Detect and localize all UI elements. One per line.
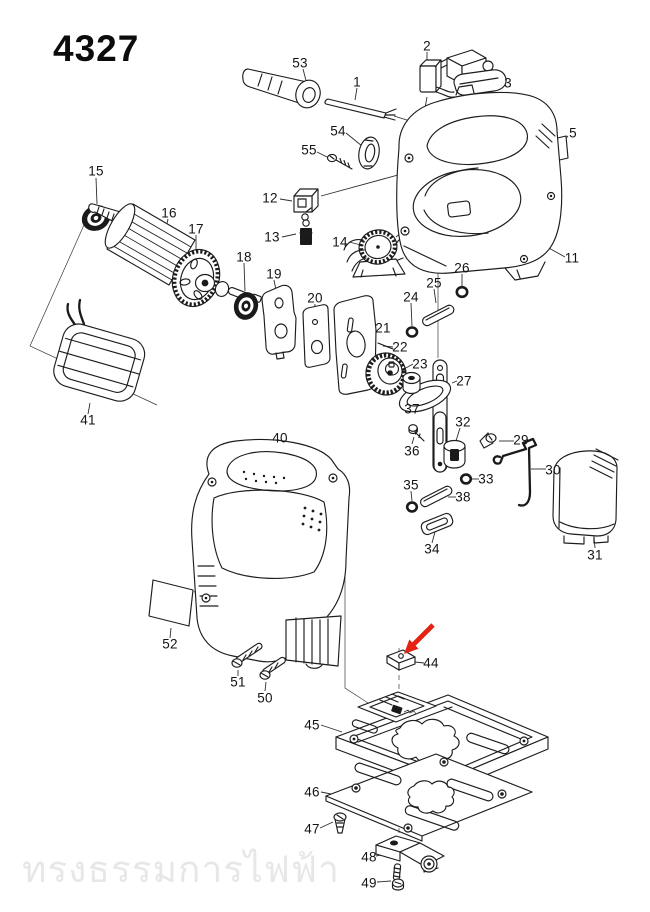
part-54-strain-relief [358, 136, 380, 170]
part-52-label [148, 579, 194, 627]
part-23-gear [365, 352, 407, 396]
part-label-16: 16 [161, 205, 177, 221]
part-51-screw [231, 642, 263, 668]
part-33-o-ring [459, 473, 473, 485]
part-label-25: 25 [426, 275, 442, 291]
part-label-14: 14 [332, 234, 348, 250]
part-25-pin [422, 304, 455, 327]
part-48-roller-guide [375, 835, 445, 873]
part-label-3: 3 [504, 75, 512, 91]
part-44-square-nut [386, 649, 416, 671]
part-53-cord-guard [242, 68, 321, 109]
part-label-34: 34 [424, 541, 440, 557]
part-label-19: 19 [266, 266, 282, 282]
part-label-24: 24 [403, 289, 419, 305]
part-50-screw [259, 656, 286, 680]
part-16-armature [88, 203, 196, 286]
highlight-arrow [404, 623, 435, 654]
part-label-27: 27 [456, 373, 472, 389]
part-11-housing-right [388, 84, 563, 281]
part-label-1: 1 [353, 74, 361, 90]
part-12-brush-holder [293, 188, 319, 213]
part-label-48: 48 [361, 849, 377, 865]
part-35-o-ring [405, 501, 419, 513]
part-label-41: 41 [80, 412, 96, 428]
part-20-insulation-plate [302, 304, 331, 368]
part-label-13: 13 [264, 229, 280, 245]
part-label-32: 32 [455, 414, 471, 430]
part-34-plate [420, 512, 454, 536]
part-49-screw [391, 863, 405, 891]
part-label-22: 22 [392, 339, 408, 355]
part-label-52: 52 [162, 636, 178, 652]
part-37-bushing [402, 371, 421, 395]
part-31-cover [552, 448, 619, 545]
part-label-26: 26 [454, 260, 470, 276]
part-label-21: 21 [375, 320, 391, 336]
part-label-35: 35 [403, 477, 419, 493]
part-label-53: 53 [292, 55, 308, 71]
part-label-12: 12 [262, 190, 278, 206]
part-label-38: 38 [455, 489, 471, 505]
part-32-blade-clamp [443, 439, 466, 469]
part-2-capacitor [419, 59, 455, 98]
part-label-36: 36 [404, 443, 420, 459]
part-30-wire-guard [492, 437, 538, 507]
part-label-11: 11 [564, 250, 580, 266]
part-1-cord [324, 98, 397, 121]
part-label-17: 17 [188, 221, 204, 237]
part-47-screw [333, 812, 347, 834]
part-label-50: 50 [257, 690, 273, 706]
part-label-18: 18 [236, 249, 252, 265]
part-36-screw [408, 424, 425, 442]
part-label-20: 20 [307, 290, 323, 306]
part-label-45: 45 [304, 717, 320, 733]
part-label-5: 5 [569, 125, 577, 141]
part-label-40: 40 [272, 430, 288, 446]
part-label-46: 46 [304, 784, 320, 800]
part-label-55: 55 [301, 142, 317, 158]
part-40-housing-left [191, 438, 351, 669]
part-26-o-ring [455, 285, 469, 299]
part-18-bearing [233, 292, 259, 320]
part-14-motor-mount [343, 229, 406, 278]
part-label-15: 15 [88, 163, 104, 179]
part-41-field [53, 298, 146, 402]
part-label-30: 30 [545, 462, 561, 478]
part-label-54: 54 [330, 123, 346, 139]
part-label-44: 44 [423, 655, 439, 671]
part-55-screw [326, 153, 353, 170]
part-17-fan [171, 248, 262, 308]
part-38-pin [420, 485, 453, 508]
part-label-51: 51 [230, 674, 246, 690]
part-46-base-cover [325, 753, 533, 842]
part-label-29: 29 [513, 432, 529, 448]
part-label-49: 49 [361, 875, 377, 891]
part-label-47: 47 [304, 821, 320, 837]
part-22-pin [377, 342, 394, 350]
watermark: ทรงธรรมการไฟฟ้า [22, 849, 340, 890]
part-label-23: 23 [412, 356, 428, 372]
page-title: 4327 [53, 28, 140, 69]
part-label-33: 33 [478, 471, 494, 487]
part-label-2: 2 [423, 38, 431, 54]
part-24-o-ring [405, 326, 419, 338]
part-13-carbon-brush [299, 207, 313, 245]
part-label-37: 37 [404, 401, 420, 417]
part-19-bearing-retainer [261, 284, 297, 360]
part-29-screw [479, 432, 497, 449]
part-3-switch [440, 49, 507, 96]
part-label-31: 31 [587, 547, 603, 563]
